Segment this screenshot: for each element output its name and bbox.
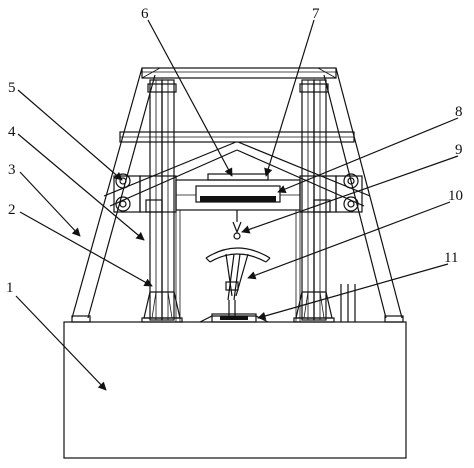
callout-label-8: 8 — [455, 104, 463, 120]
outer-leg-right — [323, 67, 404, 323]
callout-6: 6 — [141, 6, 233, 177]
callout-label-5: 5 — [8, 80, 16, 96]
right-posts — [340, 284, 356, 322]
callout-8: 8 — [277, 104, 463, 194]
top-beam — [141, 67, 337, 79]
hanging-fixture — [205, 247, 271, 318]
callout-7: 7 — [264, 6, 320, 177]
callout-label-7: 7 — [312, 6, 320, 22]
callout-label-1: 1 — [6, 280, 14, 296]
inner-column-left — [147, 79, 177, 321]
callout-label-9: 9 — [455, 142, 463, 158]
column-foot-right — [293, 291, 335, 323]
base-fixture — [199, 313, 269, 323]
column-foot-left — [141, 291, 183, 323]
callout-9: 9 — [241, 142, 463, 234]
callout-4: 4 — [8, 124, 145, 241]
hook — [232, 210, 242, 240]
callout-10: 10 — [247, 188, 463, 280]
corner-gussets — [141, 67, 337, 79]
callout-label-4: 4 — [8, 124, 16, 140]
callout-label-11: 11 — [444, 250, 458, 266]
callout-label-2: 2 — [8, 202, 16, 218]
lifting-carriage — [175, 173, 301, 211]
outer-leg-left — [71, 67, 156, 323]
callout-label-6: 6 — [141, 6, 149, 22]
callout-5: 5 — [8, 80, 123, 181]
wheel-assembly-left — [113, 173, 177, 213]
upper-crossbar — [119, 131, 355, 143]
base-box — [63, 321, 407, 459]
callout-3: 3 — [8, 162, 81, 237]
callout-11: 11 — [257, 250, 458, 320]
callout-label-3: 3 — [8, 162, 16, 178]
callout-1: 1 — [6, 280, 107, 391]
callout-label-10: 10 — [448, 188, 463, 204]
callout-2: 2 — [8, 202, 153, 287]
